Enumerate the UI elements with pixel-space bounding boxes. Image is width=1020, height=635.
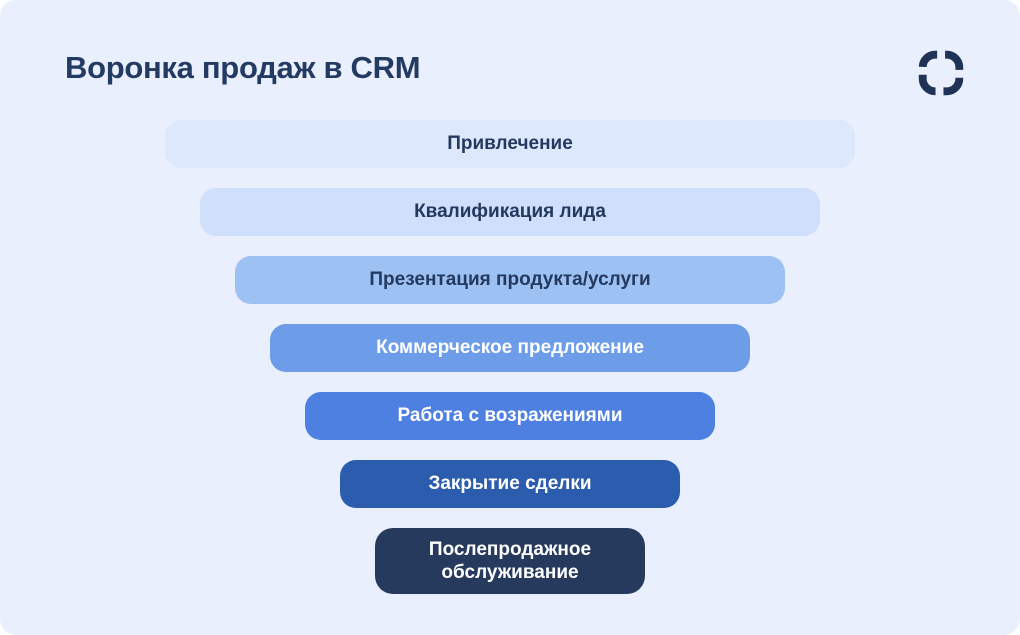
crm-logo-icon (918, 50, 964, 96)
funnel-stage-label: Послепродажное обслуживание (428, 538, 592, 583)
funnel-stage-presentation: Презентация продукта/услуги (235, 256, 785, 304)
funnel-stage-objections: Работа с возражениями (305, 392, 715, 440)
funnel-stage-attraction: Привлечение (165, 120, 855, 168)
funnel-stage-label: Закрытие сделки (428, 473, 592, 495)
funnel-stage-qualification: Квалификация лида (200, 188, 820, 236)
funnel-stage-label: Презентация продукта/услуги (369, 269, 651, 291)
funnel-stage-label: Коммерческое предложение (376, 337, 644, 359)
funnel-stage-aftersales: Послепродажное обслуживание (375, 528, 645, 594)
page-title: Воронка продаж в CRM (65, 50, 421, 85)
funnel-stage-label: Квалификация лида (414, 201, 606, 223)
sales-funnel: Привлечение Квалификация лида Презентаци… (0, 120, 1020, 614)
funnel-stage-label: Работа с возражениями (397, 405, 623, 427)
funnel-stage-closing: Закрытие сделки (340, 460, 680, 508)
funnel-stage-label: Привлечение (447, 133, 573, 155)
funnel-stage-offer: Коммерческое предложение (270, 324, 750, 372)
logo-rounded-square-icon (918, 50, 964, 96)
